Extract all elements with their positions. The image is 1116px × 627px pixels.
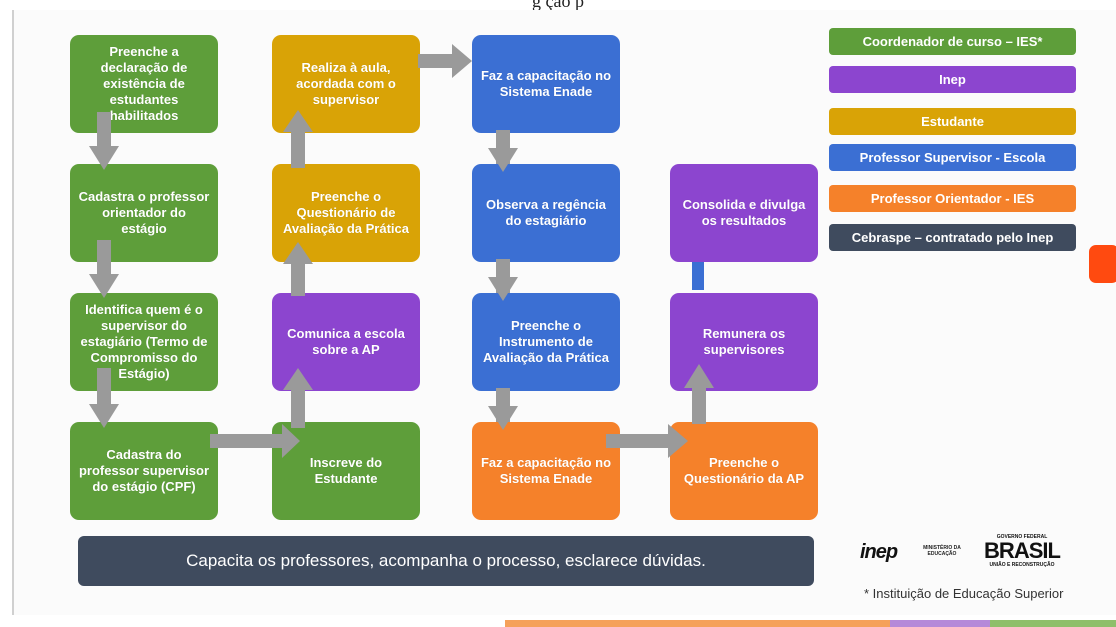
bottom-strip-green bbox=[990, 620, 1116, 627]
step-questionario-estudante: Preenche o Questionário de Avaliação da … bbox=[272, 164, 420, 262]
step-cadastra-supervisor: Cadastra do professor supervisor do está… bbox=[70, 422, 218, 520]
step-observa-regencia: Observa a regência do estagiário bbox=[472, 164, 620, 262]
legend-supervisor: Professor Supervisor - Escola bbox=[829, 144, 1076, 171]
brasil-logo-bottom: UNIÃO E RECONSTRUÇÃO bbox=[989, 562, 1055, 568]
side-tab[interactable] bbox=[1089, 245, 1116, 283]
legend-orientador: Professor Orientador - IES bbox=[829, 185, 1076, 212]
step-comunica-escola: Comunica a escola sobre a AP bbox=[272, 293, 420, 391]
step-realiza-aula: Realiza à aula, acordada com o superviso… bbox=[272, 35, 420, 133]
brasil-logo-word: BRASIL bbox=[984, 538, 1061, 563]
step-cadastra-orientador: Cadastra o professor orientador do estág… bbox=[70, 164, 218, 262]
brasil-logo-top: GOVERNO FEDERAL bbox=[996, 534, 1048, 540]
legend-inep: Inep bbox=[829, 66, 1076, 93]
step-inscreve-estudante: Inscreve do Estudante bbox=[272, 422, 420, 520]
brasil-logo: GOVERNO FEDERAL BRASIL UNIÃO E RECONSTRU… bbox=[982, 534, 1062, 568]
bottom-strip-orange bbox=[505, 620, 890, 627]
inep-logo: inep bbox=[860, 541, 898, 563]
legend-estudante: Estudante bbox=[829, 108, 1076, 135]
step-declaracao-estudantes: Preenche a declaração de existência de e… bbox=[70, 35, 218, 133]
legend-cebraspe: Cebraspe – contratado pelo Inep bbox=[829, 224, 1076, 251]
step-remunera-supervisores: Remunera os supervisores bbox=[670, 293, 818, 391]
footnote: * Instituição de Educação Superior bbox=[864, 586, 1064, 601]
cebraspe-bar: Capacita os professores, acompanha o pro… bbox=[78, 536, 814, 586]
legend-coordenador: Coordenador de curso – IES* bbox=[829, 28, 1076, 55]
bottom-strip-purple bbox=[890, 620, 990, 627]
step-consolida-resultados: Consolida e divulga os resultados bbox=[670, 164, 818, 262]
step-identifica-supervisor: Identifica quem é o supervisor do estagi… bbox=[70, 293, 218, 391]
step-capacitacao-orientador: Faz a capacitação no Sistema Enade bbox=[472, 422, 620, 520]
step-capacitacao-supervisor: Faz a capacitação no Sistema Enade bbox=[472, 35, 620, 133]
step-questionario-ap: Preenche o Questionário da AP bbox=[670, 422, 818, 520]
step-instrumento-avaliacao: Preenche o Instrumento de Avaliação da P… bbox=[472, 293, 620, 391]
mec-logo: MINISTÉRIO DA EDUCAÇÃO bbox=[923, 545, 961, 557]
top-caption: g ção p bbox=[532, 0, 584, 11]
